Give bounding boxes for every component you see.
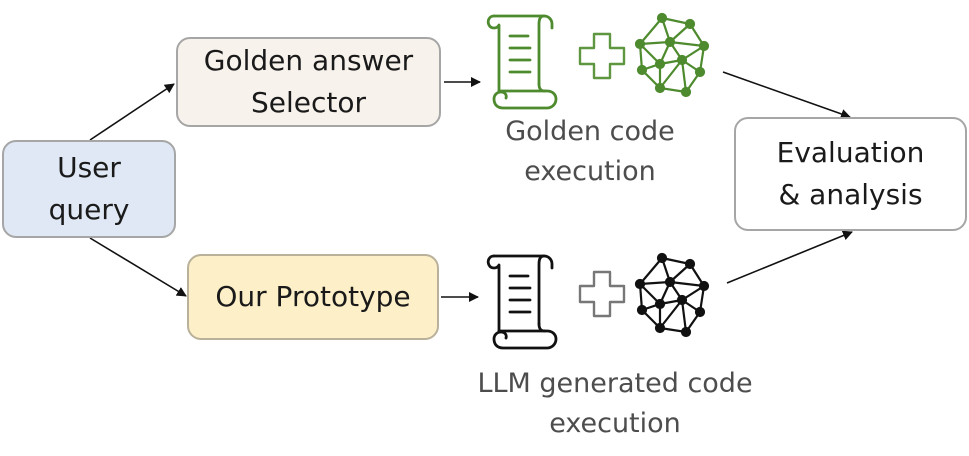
- scroll-icon: [486, 254, 558, 350]
- golden-selector-line2: Selector: [250, 86, 366, 119]
- golden-selector-line1: Golden answer: [203, 44, 414, 77]
- prototype-label: Our Prototype: [215, 280, 411, 313]
- evaluation-line2: & analysis: [778, 178, 923, 211]
- plus-icon: [578, 270, 626, 318]
- prototype-node: Our Prototype: [187, 254, 439, 340]
- network-icon: [634, 12, 710, 98]
- arrow-llm-exec-to-eval: [726, 230, 853, 284]
- golden-caption-line1: Golden code: [505, 116, 675, 147]
- llm-execution-caption: LLM generated code execution: [455, 364, 775, 444]
- llm-caption-line2: execution: [549, 408, 681, 439]
- golden-answer-selector-node: Golden answer Selector: [176, 37, 441, 127]
- network-icon: [634, 252, 710, 338]
- arrow-query-to-golden: [89, 83, 175, 141]
- golden-caption-line2: execution: [524, 156, 656, 187]
- arrow-golden-exec-to-eval: [722, 71, 851, 119]
- plus-icon: [578, 32, 626, 80]
- arrow-query-to-prototype: [89, 237, 187, 297]
- llm-caption-line1: LLM generated code: [477, 368, 753, 399]
- user-query-node: User query: [2, 140, 176, 238]
- scroll-icon: [486, 14, 558, 110]
- user-query-line1: User: [57, 151, 121, 184]
- evaluation-line1: Evaluation: [776, 136, 925, 169]
- golden-execution-caption: Golden code execution: [480, 112, 700, 192]
- evaluation-node: Evaluation & analysis: [734, 117, 967, 231]
- user-query-line2: query: [48, 193, 130, 226]
